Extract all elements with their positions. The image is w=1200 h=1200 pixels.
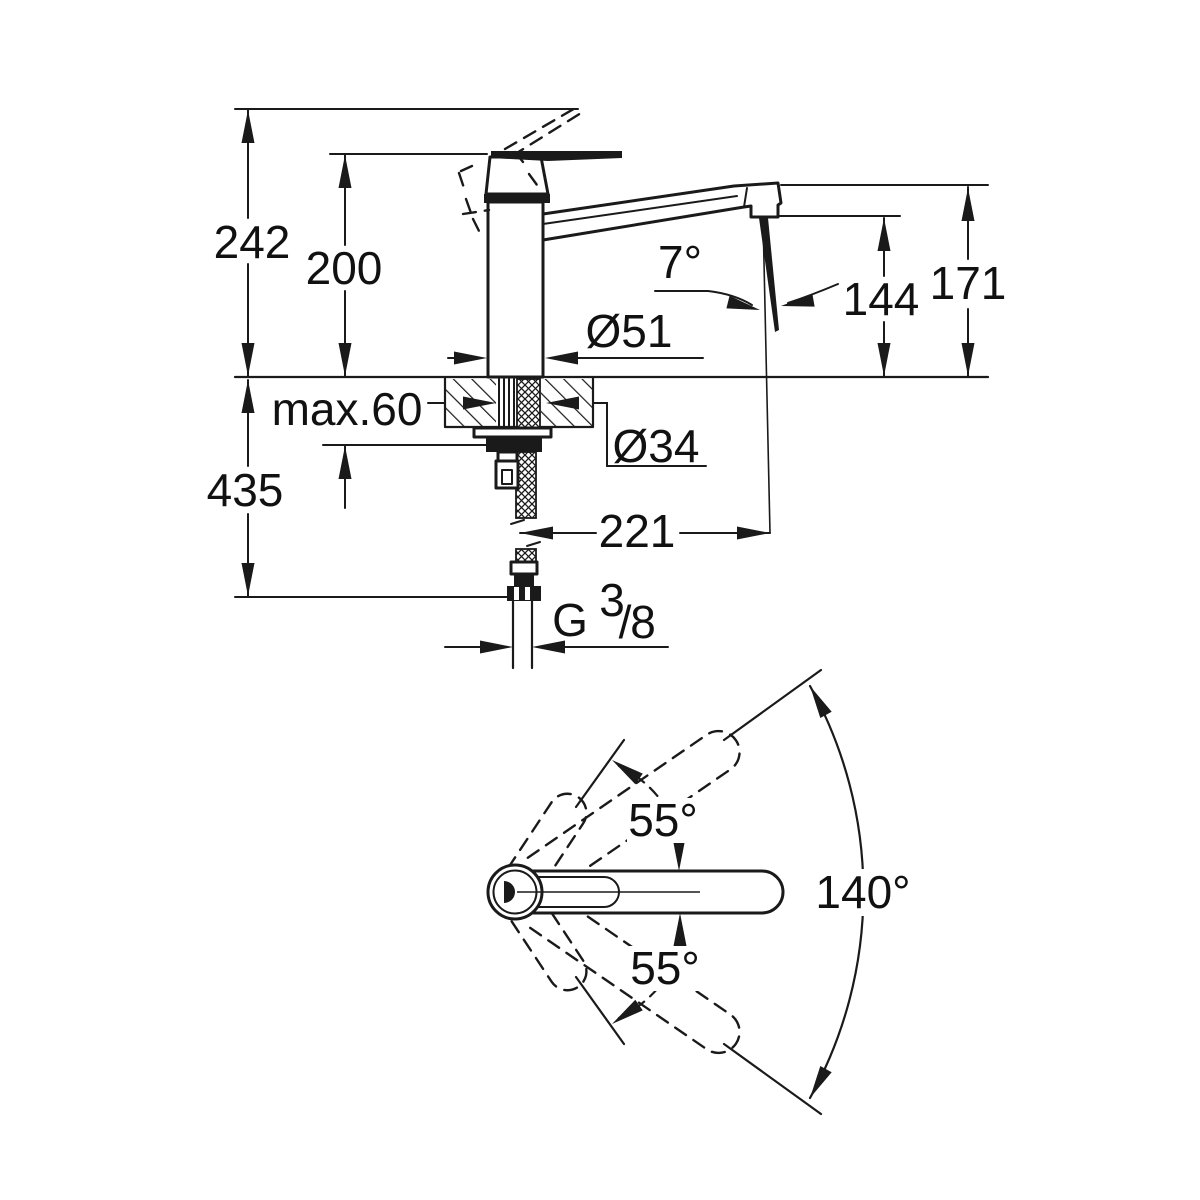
label-height-to-spout: 200 xyxy=(306,242,383,294)
handle-lever xyxy=(491,151,622,161)
label-hole-diameter: Ø34 xyxy=(613,420,700,472)
spout-plan xyxy=(486,863,785,921)
label-swivel-total: 140° xyxy=(815,866,910,918)
label-spout-reach: 221 xyxy=(599,505,676,557)
body-column xyxy=(486,200,545,379)
shank-and-hose xyxy=(472,378,553,670)
thread-prefix: G xyxy=(552,594,588,646)
label-body-diameter: Ø51 xyxy=(586,305,673,357)
handle-alternate-position xyxy=(457,105,583,233)
label-swivel-lower: 55° xyxy=(630,942,700,994)
spout-swivel-positions xyxy=(506,729,741,1055)
side-view: 242 200 7° Ø51 144 171 max.60 Ø34 435 22… xyxy=(207,105,1007,670)
thread-slash: / xyxy=(619,596,632,648)
handle-base xyxy=(484,155,550,196)
thread-numerator: 3 xyxy=(599,574,625,626)
label-spout-top-height: 171 xyxy=(930,257,1007,309)
label-below-deck-length: 435 xyxy=(207,464,284,516)
water-stream xyxy=(759,216,779,534)
label-swivel-upper: 55° xyxy=(628,794,698,846)
handle-plan-marker xyxy=(504,881,515,903)
label-outlet-height: 144 xyxy=(843,273,920,325)
thread-denominator: 8 xyxy=(630,596,656,648)
angle-extension-lines xyxy=(574,668,823,1116)
label-spout-angle: 7° xyxy=(658,236,702,288)
label-deck-thickness: max.60 xyxy=(272,383,423,435)
faucet-body xyxy=(484,151,783,379)
supply-pipe xyxy=(511,599,534,670)
label-thread-size: G 3 / 8 xyxy=(552,574,656,648)
top-view: 55° 55° 140° xyxy=(486,668,911,1116)
label-overall-height: 242 xyxy=(214,216,291,268)
